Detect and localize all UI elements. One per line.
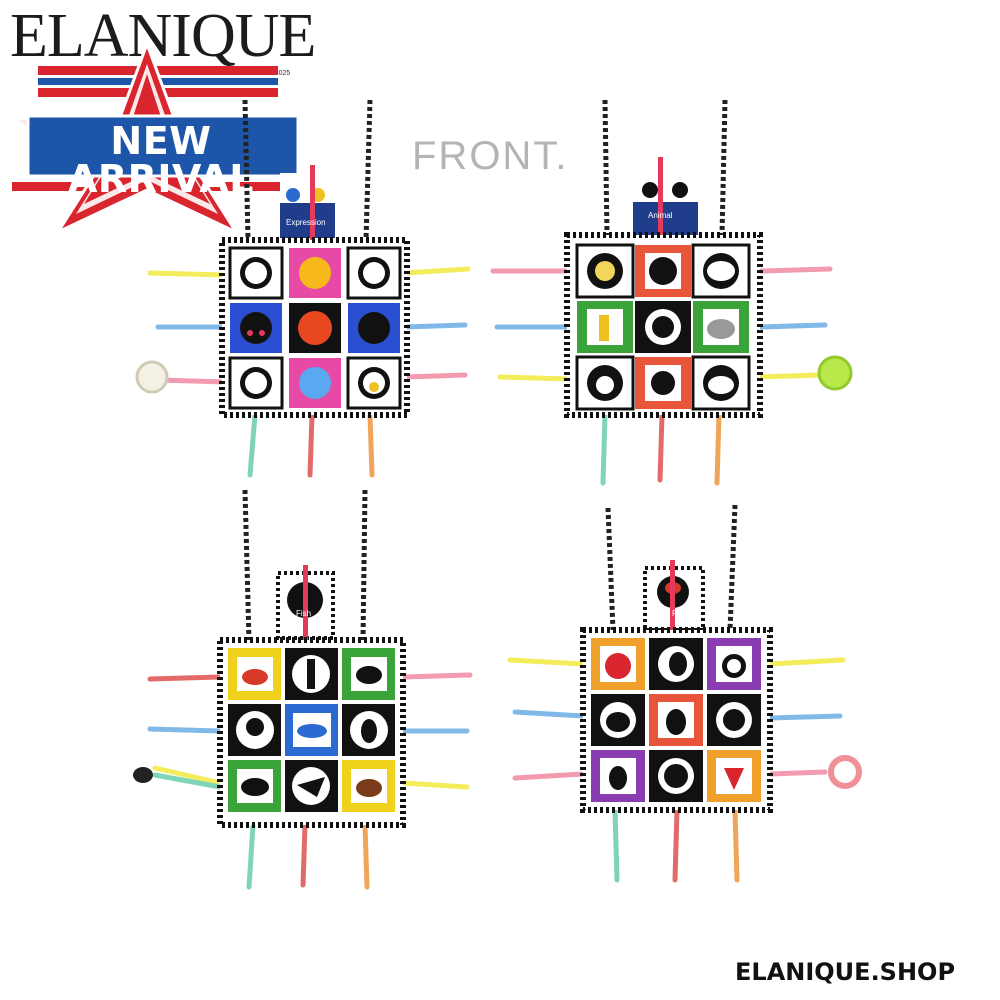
picture-grid <box>575 243 751 411</box>
toy-tag-label: Animal <box>648 211 673 220</box>
side-ribbons <box>147 266 471 478</box>
banner-box <box>26 114 300 178</box>
website-url: ELANIQUE.SHOP <box>735 958 956 986</box>
front-label: FRONT. <box>412 134 569 178</box>
teether-ring <box>133 767 153 783</box>
new-arrival-label: NEW ARRIVAL <box>67 119 255 201</box>
side-ribbons <box>147 672 473 890</box>
hanging-straps <box>242 99 373 241</box>
sensory-toy-expression <box>135 99 471 478</box>
side-ribbons <box>507 657 846 883</box>
teether-ring <box>828 755 862 789</box>
hanging-straps <box>605 504 738 631</box>
toy-tag-label: Expression <box>286 218 326 227</box>
picture-grid <box>591 638 761 802</box>
side-ribbons <box>490 266 833 486</box>
new-arrival-star-badge <box>6 39 306 236</box>
picture-grid <box>228 246 402 410</box>
picture-grid <box>228 648 395 812</box>
sensory-toy-fruit <box>507 504 862 883</box>
sensory-toy-ocean <box>133 489 473 890</box>
sensory-toy-animal <box>490 99 853 486</box>
teether-ring <box>135 360 169 394</box>
teether-ring <box>817 355 853 391</box>
brand-logo: ELANIQUE <box>10 2 316 70</box>
hanging-straps <box>602 99 728 236</box>
toy-tag-label: Fruit <box>672 609 688 618</box>
toy-tag-label: Fish <box>296 609 312 618</box>
